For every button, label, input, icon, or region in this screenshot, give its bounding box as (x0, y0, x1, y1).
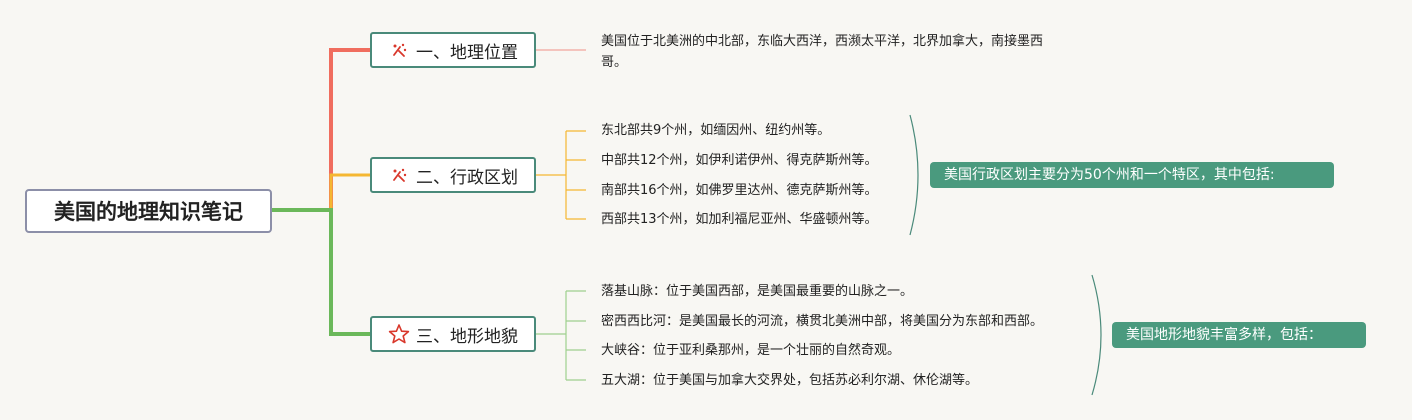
branch-topic-label: 二、行政区划 (416, 167, 518, 188)
branch-topic-label: 三、地形地貌 (416, 326, 518, 347)
leaf-topic-west[interactable]: 西部共13个州，如加利福尼亚州、华盛顿州等。 (601, 212, 878, 227)
summary-terrain[interactable]: 美国地形地貌丰富多样，包括： (1112, 322, 1366, 348)
summary-administration[interactable]: 美国行政区划主要分为50个州和一个特区，其中包括: (930, 162, 1334, 188)
leaf-topic-south[interactable]: 南部共16个州，如佛罗里达州、德克萨斯州等。 (601, 183, 878, 198)
root-topic[interactable]: 美国的地理知识笔记 (25, 189, 272, 233)
connector-branch-1 (272, 48, 370, 212)
star-outline-icon (388, 323, 410, 345)
summary-bracket-2 (909, 114, 919, 236)
fireworks-icon (388, 164, 410, 186)
branch-topic-location[interactable]: 一、地理位置 (370, 32, 536, 68)
root-topic-label: 美国的地理知识笔记 (54, 200, 243, 224)
leaf-topic-grand-canyon[interactable]: 大峡谷：位于亚利桑那州，是一个壮丽的自然奇观。 (601, 343, 901, 358)
leaf-topic-location[interactable]: 美国位于北美洲的中北部，东临大西洋，西濒太平洋，北界加拿大，南接墨西 哥。 (601, 31, 1043, 73)
connector-branch-2 (272, 173, 370, 212)
branch-topic-terrain[interactable]: 三、地形地貌 (370, 316, 536, 352)
connector-leaves-2 (536, 130, 586, 220)
leaf-topic-great-lakes[interactable]: 五大湖：位于美国与加拿大交界处，包括苏必利尔湖、休伦湖等。 (601, 373, 979, 388)
branch-topic-administration[interactable]: 二、行政区划 (370, 157, 536, 193)
leaf-topic-central[interactable]: 中部共12个州，如伊利诺伊州、得克萨斯州等。 (601, 153, 878, 168)
connector-branch-3 (272, 208, 370, 336)
leaf-topic-northeast[interactable]: 东北部共9个州，如缅因州、纽约州等。 (601, 123, 831, 138)
connector-leaves-3 (536, 290, 586, 381)
leaf-text-line: 哥。 (601, 55, 628, 70)
leaf-text-line: 美国位于北美洲的中北部，东临大西洋，西濒太平洋，北界加拿大，南接墨西 (601, 34, 1044, 49)
leaf-topic-rocky-mountains[interactable]: 落基山脉：位于美国西部，是美国最重要的山脉之一。 (601, 284, 914, 299)
fireworks-icon (388, 39, 410, 61)
branch-topic-label: 一、地理位置 (416, 42, 518, 63)
leaf-topic-mississippi[interactable]: 密西西比河：是美国最长的河流，横贯北美洲中部，将美国分为东部和西部。 (601, 314, 1044, 329)
summary-bracket-3 (1091, 274, 1102, 396)
